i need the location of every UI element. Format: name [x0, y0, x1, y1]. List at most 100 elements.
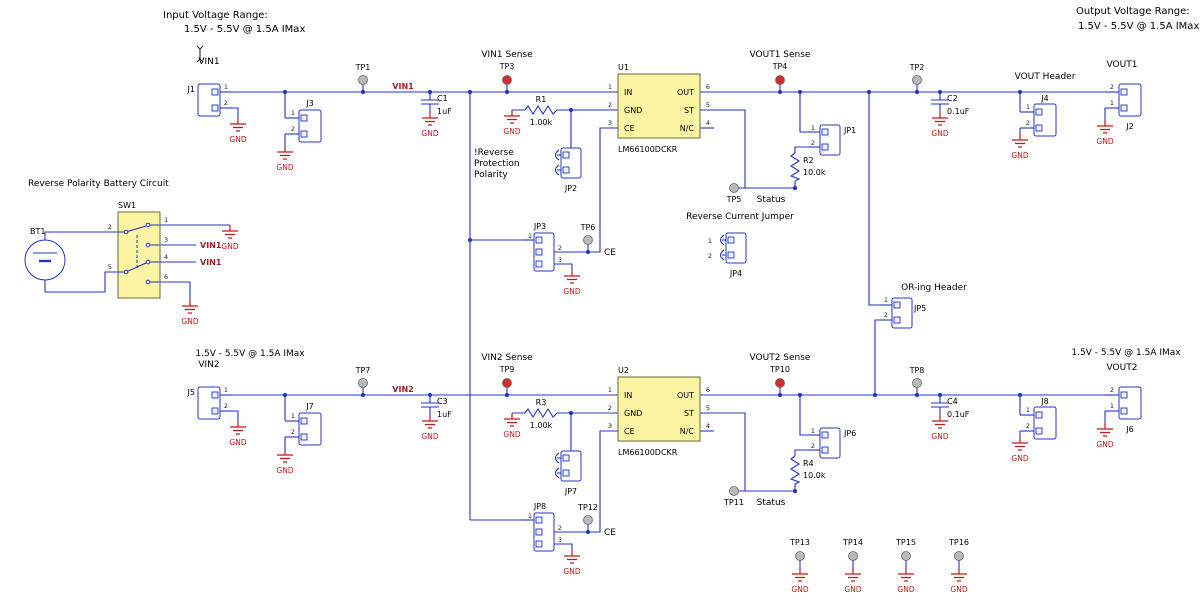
resistor-value: 1.00k — [530, 421, 553, 430]
tp15-group: TP15 GND — [895, 538, 916, 594]
ce-select-ch2: GND JP8 TP12 CE 1 2 3 — [523, 430, 618, 576]
vout-title: VOUT2 — [1107, 363, 1138, 373]
switch-contact — [145, 242, 151, 248]
net-label-vin: VIN2 — [392, 385, 413, 394]
reverse-protection-line3: Polarity — [474, 170, 508, 180]
switch-sw1[interactable] — [117, 211, 161, 299]
gnd-label: GND — [791, 585, 808, 594]
pin-number: 3 — [558, 256, 562, 264]
ic-ref: U2 — [618, 366, 629, 375]
pin-number: 1 — [528, 512, 532, 520]
testpoint-ref: TP9 — [499, 365, 515, 374]
capacitor-ref: C4 — [947, 397, 958, 406]
vin-sense-title: VIN1 Sense — [481, 50, 533, 60]
vin-title: VIN2 — [198, 360, 219, 370]
testpoint-tp6[interactable] — [582, 234, 594, 253]
jumper-ref: JP2 — [564, 184, 577, 193]
gnd-label: GND — [950, 585, 967, 594]
gnd-label: GND — [181, 317, 198, 326]
vout-sense-title: VOUT1 Sense — [750, 50, 811, 60]
vin-title: VIN1 — [198, 57, 219, 67]
testpoint-ref: TP13 — [789, 538, 810, 547]
header: Input Voltage Range: 1.5V - 5.5V @ 1.5A … — [163, 6, 1199, 63]
reverse-current-jumper: Reverse Current Jumper JP4 1 2 — [686, 212, 794, 278]
net-label-vin1: VIN1 — [200, 241, 222, 250]
reverse-protection-line2: Protection — [474, 159, 520, 169]
ce-net-label: CE — [604, 528, 616, 538]
jumper-ref: JP5 — [913, 304, 926, 313]
capacitor-value: 1uF — [437, 107, 452, 116]
jumper-ref: JP8 — [533, 502, 546, 511]
resistor-ref: R1 — [536, 95, 547, 104]
vin-sense-title: VIN2 Sense — [481, 353, 533, 363]
capacitor-ref: C2 — [947, 94, 958, 103]
testpoint-ref: TP15 — [895, 538, 916, 547]
connector-ref: J2 — [1125, 122, 1133, 131]
reverse-protection-line1: !Reverse — [474, 148, 514, 158]
gnd-symbol — [221, 224, 239, 239]
testpoint-ref: TP11 — [723, 498, 744, 507]
output-range-value: 1.5V - 5.5V @ 1.5A IMax — [1078, 21, 1199, 32]
testpoint-tp14[interactable] — [847, 550, 859, 569]
vout-sense-title: VOUT2 Sense — [750, 353, 811, 363]
capacitor-value: 1uF — [437, 410, 452, 419]
bottom-testpoints: TP13 GND TP14 GND TP15 GND TP16 GND — [789, 538, 969, 594]
gnd-symbol — [181, 299, 199, 314]
ic-ref: U1 — [618, 63, 629, 72]
pin-number: 4 — [164, 253, 168, 261]
capacitor-value: 0.1uF — [947, 107, 970, 116]
oring-title: OR-ing Header — [901, 283, 967, 293]
pin-number: 6 — [164, 273, 168, 281]
input-range-title: Input Voltage Range: — [163, 10, 268, 21]
pin-number: 2 — [558, 524, 562, 532]
gnd-label: GND — [563, 287, 580, 296]
switch-contact — [145, 222, 151, 228]
pin-number: 2 — [884, 311, 888, 319]
pin-number: 1 — [164, 216, 168, 224]
net-label-vin: VIN1 — [392, 82, 414, 91]
switch-contact — [123, 229, 129, 235]
gnd-label: GND — [221, 242, 238, 251]
tp13-group: TP13 GND — [789, 538, 810, 594]
pin-number: 1 — [528, 232, 532, 240]
pin-number: 5 — [108, 263, 112, 271]
gnd-symbol — [563, 549, 581, 564]
battery-circuit-title: Reverse Polarity Battery Circuit — [28, 179, 169, 189]
capacitor-ref: C3 — [437, 397, 448, 406]
resistor-ref: R4 — [803, 459, 814, 468]
resistor-ref: R2 — [803, 156, 814, 165]
interconnect — [467, 89, 524, 521]
testpoint-tp15[interactable] — [900, 550, 912, 569]
reverse-current-title: Reverse Current Jumper — [686, 212, 794, 222]
connector-ref: J7 — [305, 402, 313, 411]
resistor-value: 1.00k — [530, 118, 553, 127]
connector-ref: J6 — [1125, 425, 1133, 434]
jumper-ref: JP1 — [843, 126, 856, 135]
testpoint-ref: TP6 — [580, 223, 596, 232]
text-cursor-i-beam — [196, 45, 204, 63]
pin-number: 3 — [164, 236, 168, 244]
resistor-value: 10.0k — [803, 168, 826, 177]
jumper-jp4[interactable] — [719, 232, 747, 264]
testpoint-tp12[interactable] — [582, 514, 594, 533]
testpoint-tp16[interactable] — [953, 550, 965, 569]
channel2-hardware — [198, 377, 1141, 508]
testpoint-ref: TP16 — [948, 538, 969, 547]
connector-ref: J5 — [187, 388, 195, 397]
oring-header: OR-ing Header JP5 1 2 — [866, 89, 967, 398]
testpoint-ref: TP10 — [769, 365, 790, 374]
resistor-ref: R3 — [536, 398, 547, 407]
connector-ref: J1 — [187, 85, 195, 94]
pin-number: 3 — [558, 536, 562, 544]
gnd-symbol — [950, 567, 968, 582]
input-range-value: 1.5V - 5.5V @ 1.5A IMax — [195, 349, 305, 359]
testpoint-ref: TP2 — [909, 63, 925, 72]
battery-ref: BT1 — [30, 227, 45, 236]
battery-circuit: Reverse Polarity Battery Circuit BT1 SW1… — [24, 179, 239, 326]
gnd-label: GND — [563, 567, 580, 576]
testpoint-tp13[interactable] — [794, 550, 806, 569]
net-label-vin1: VIN1 — [200, 258, 222, 267]
switch-contact — [123, 269, 129, 275]
